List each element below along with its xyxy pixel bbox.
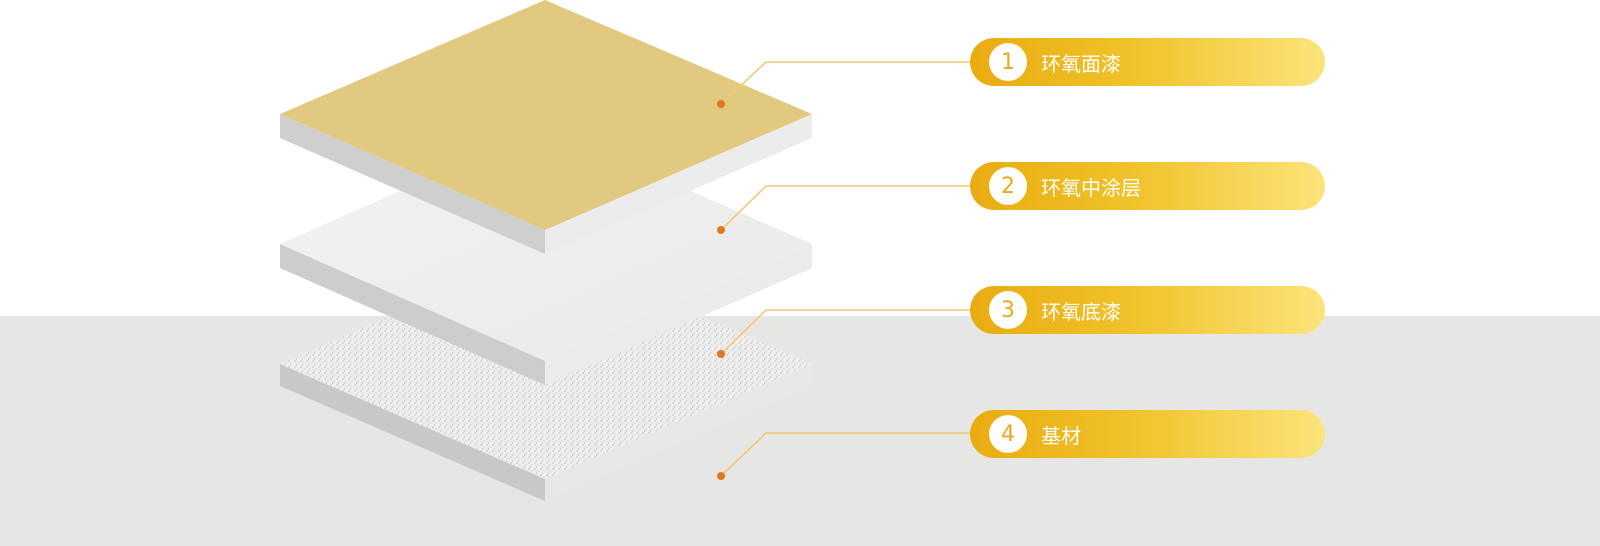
floor-background xyxy=(0,316,1600,546)
layer-label-1: 1 环氧面漆 xyxy=(970,38,1325,86)
leader-line-2 xyxy=(720,185,972,231)
number-badge: 4 xyxy=(989,415,1027,453)
layer-name: 环氧面漆 xyxy=(1041,51,1121,76)
layer-label-4: 4 基材 xyxy=(970,410,1325,458)
leader-line-4 xyxy=(720,432,972,477)
marker-dot-3 xyxy=(717,350,725,358)
leader-line-3 xyxy=(720,309,972,355)
leader-line-1 xyxy=(720,61,972,105)
layer-label-2: 2 环氧中涂层 xyxy=(970,162,1325,210)
marker-dot-1 xyxy=(717,100,725,108)
layer-1-top-coat xyxy=(280,0,812,230)
number-badge: 3 xyxy=(989,291,1027,329)
marker-dot-4 xyxy=(717,472,725,480)
layer-name: 环氧底漆 xyxy=(1041,299,1121,324)
number-badge: 2 xyxy=(989,167,1027,205)
layer-name: 环氧中涂层 xyxy=(1041,175,1141,200)
layer-label-3: 3 环氧底漆 xyxy=(970,286,1325,334)
marker-dot-2 xyxy=(717,226,725,234)
layer-name: 基材 xyxy=(1041,423,1081,448)
number-badge: 1 xyxy=(989,43,1027,81)
layer-2-mid-coat xyxy=(280,114,812,254)
